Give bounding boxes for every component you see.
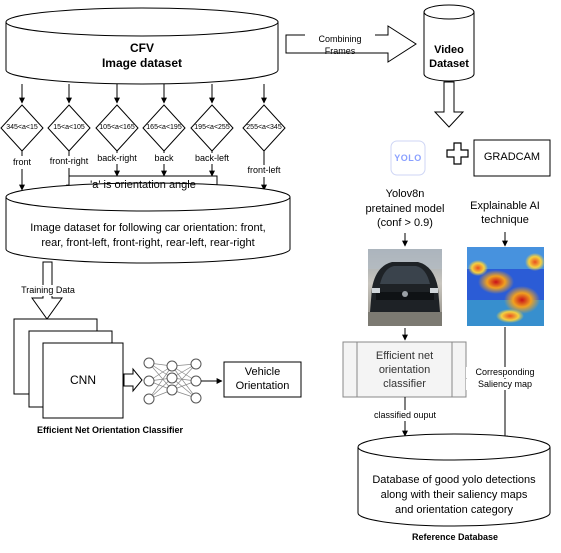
diamond-back-right-range: 105<a<165 <box>99 124 135 131</box>
front-label: front <box>12 157 31 167</box>
reference-database-cylinder <box>357 433 551 527</box>
front-left-label: front-left <box>247 165 281 175</box>
diamond-front-left-range: 255<a<345 <box>246 124 282 131</box>
combining-label: Combining <box>305 34 375 46</box>
refdb-line2: along with their saliency maps <box>380 489 528 501</box>
cnn-stack <box>13 318 124 419</box>
cnn-label: CNN <box>70 373 96 387</box>
front-right-label: front-right <box>49 156 89 166</box>
dataset-label: Dataset <box>429 58 469 70</box>
back-left-label: back-left <box>194 153 229 163</box>
saliency-heatmap <box>467 247 545 326</box>
cnn-to-network-arrow <box>123 367 143 393</box>
yolov8-line1: Yolov8n <box>385 188 425 200</box>
effnet-line2: orientation <box>378 364 431 376</box>
diamond-front-right-range: 15<a<105 <box>53 124 85 131</box>
saliency-line2: Saliency map <box>466 379 544 391</box>
orientation-db-line2: rear, front-left, front-right, rear-left… <box>41 237 255 249</box>
cfv-to-diamond-arrows <box>19 84 267 104</box>
yolov8-line3: (conf > 0.9) <box>377 217 433 229</box>
classifier-title: Efficient Net Orientation Classifier <box>36 425 184 435</box>
refdb-line1: Database of good yolo detections <box>372 474 536 486</box>
orientation-dataset-cylinder <box>5 182 291 264</box>
yolo-logo <box>390 140 426 176</box>
diamond-back-range: 165<a<195 <box>146 124 182 131</box>
frames-label: Frames <box>324 46 356 56</box>
refdb-line3: and orientation category <box>394 504 514 516</box>
xai-line1: Explainable AI <box>470 200 540 212</box>
saliency-line1: Corresponding <box>466 367 544 379</box>
diamond-back-left-range: 195<a<255 <box>194 124 230 131</box>
effnet-classifier-box <box>342 341 467 398</box>
vehicle-label: Vehicle <box>244 366 281 378</box>
vehicle-orientation-box <box>223 361 302 398</box>
plus-icon <box>446 142 469 165</box>
yolov8-line2: pretained model <box>365 203 445 215</box>
classified-output-label: classified ouput <box>360 410 450 422</box>
orientation-label: Orientation <box>235 380 290 392</box>
cfv-subtitle: Image dataset <box>101 56 183 70</box>
back-label: back <box>154 153 174 163</box>
video-label: Video <box>434 44 464 56</box>
video-down-arrow <box>433 81 465 128</box>
gradcam-label: GRADCAM <box>483 151 541 163</box>
xai-line2: technique <box>481 214 529 226</box>
neural-network-icon <box>143 357 202 405</box>
training-data-label: Training Data <box>8 285 88 297</box>
back-right-label: back-right <box>97 153 137 163</box>
gradcam-box <box>473 139 551 177</box>
diamond-front-range: 345<a<15 <box>6 124 38 131</box>
effnet-line1: Efficient net <box>375 350 434 362</box>
cfv-image-dataset-cylinder <box>5 7 279 85</box>
effnet-line3: classifier <box>383 378 426 390</box>
cfv-title: CFV <box>130 41 154 55</box>
angle-note-label: 'a' is orientation angle <box>90 179 196 191</box>
angle-diamonds <box>0 104 286 152</box>
car-photo <box>368 249 442 326</box>
yolo-logo-text: YOLO <box>394 153 422 163</box>
orientation-db-line1: Image dataset for following car orientat… <box>30 222 266 234</box>
reference-database-title: Reference Database <box>411 532 499 542</box>
video-dataset-cylinder <box>423 4 475 82</box>
